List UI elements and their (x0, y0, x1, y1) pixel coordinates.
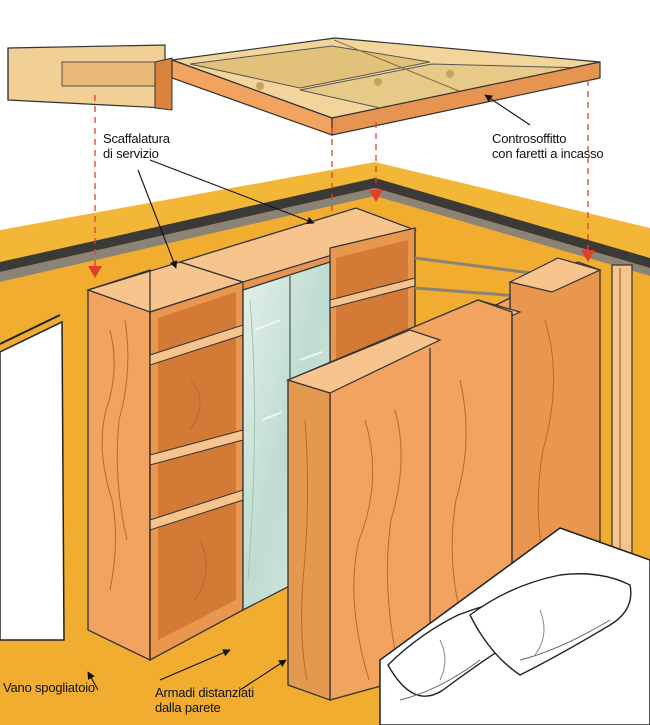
label-service-shelving-line1: Scaffalatura (103, 131, 170, 146)
label-wardrobes: Armadi distanziati dalla parete (155, 685, 254, 715)
label-closet-space: Vano spogliatoio (3, 680, 95, 695)
service-shelving (85, 261, 246, 662)
label-false-ceiling-line2: con faretti a incasso (492, 146, 604, 161)
label-false-ceiling-line1: Controsoffitto (492, 131, 567, 146)
label-closet-space-line1: Vano spogliatoio (3, 680, 95, 695)
label-wardrobes-line1: Armadi distanziati (155, 685, 254, 700)
label-service-shelving-line2: di servizio (103, 146, 159, 161)
freestanding-wardrobes (286, 257, 602, 701)
bed (379, 527, 650, 725)
label-service-shelving: Scaffalatura di servizio (103, 131, 170, 161)
false-ceiling (7, 37, 601, 136)
leader-lines (87, 94, 531, 691)
label-wardrobes-line2: dalla parete (155, 700, 221, 715)
label-false-ceiling: Controsoffitto con faretti a incasso (492, 131, 604, 161)
